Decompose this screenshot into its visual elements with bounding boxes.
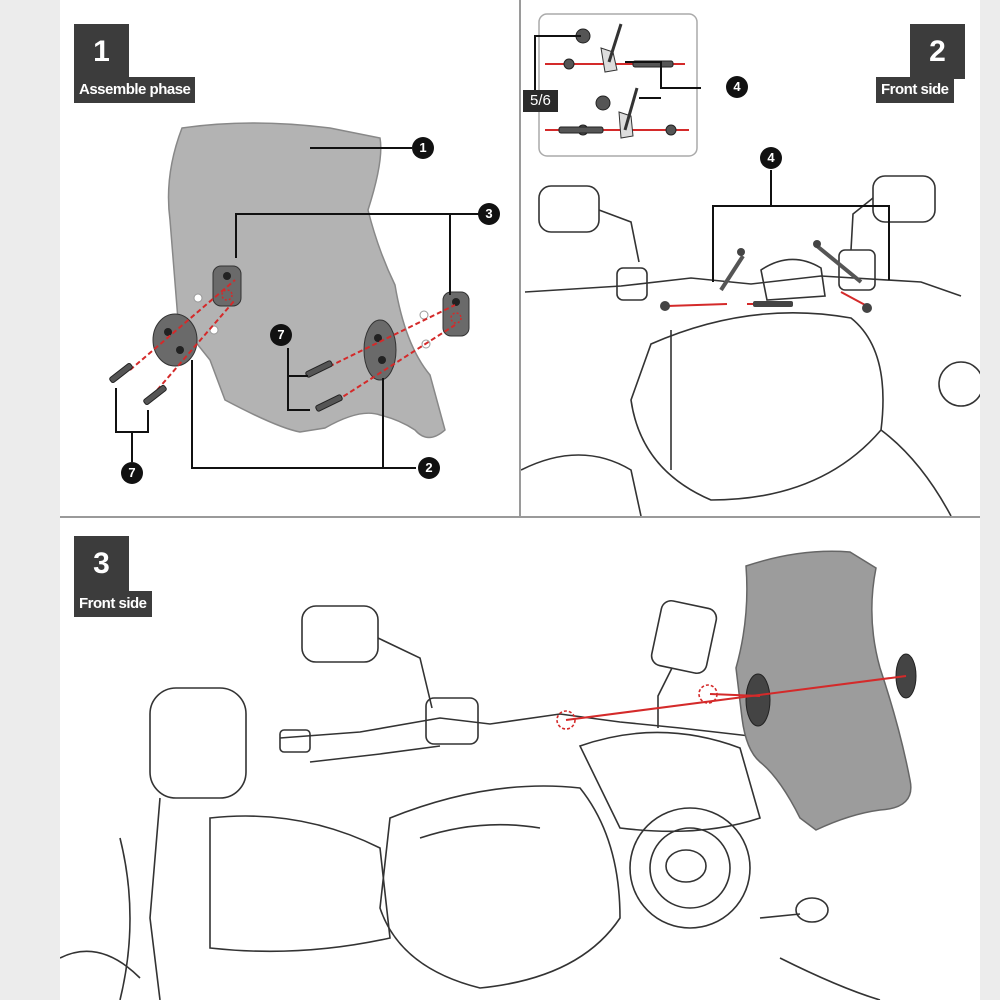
install-red-lines [565, 675, 907, 721]
motorcycle-install-drawing [60, 550, 917, 1000]
panel-divider-vertical [519, 0, 521, 516]
leader-lines [115, 147, 480, 469]
windscreen-mount-left [745, 673, 771, 727]
panel-front-side-install: 3 Front side [60, 518, 980, 1000]
rod-hardware [660, 240, 872, 313]
windscreen-shape [167, 122, 446, 439]
callout-bolts-left: 7 [121, 462, 143, 484]
mount-rods [719, 244, 863, 292]
installed-windscreen [735, 550, 912, 831]
inset-brackets [600, 23, 639, 139]
callout-nut-washer: 5/6 [523, 90, 558, 112]
windscreen-assembly-drawing [109, 122, 480, 469]
inset-hardware [558, 28, 677, 136]
bolts-left [109, 362, 167, 406]
motorcycle-outline [60, 599, 881, 1000]
callout-mount-rods-inset: 4 [726, 76, 748, 98]
step-number-1: 1 [74, 24, 129, 79]
rod-leader [712, 170, 890, 282]
right-adjust-bracket [442, 291, 470, 337]
detail-inset-box [538, 13, 698, 157]
bike-outline [521, 175, 980, 516]
panel-assemble-phase: 1 Assemble phase [60, 0, 519, 516]
step-label-3: Front side [74, 591, 152, 617]
callout-windscreen: 1 [412, 137, 434, 159]
panel-front-side-mount: 2 Front side [521, 0, 980, 516]
step-label-1: Assemble phase [74, 77, 196, 103]
callout-mount-plates: 2 [418, 457, 440, 479]
step-label-2: Front side [876, 77, 954, 103]
right-mount-plate [363, 319, 397, 381]
inset-leaders [534, 35, 701, 112]
install-mount-points [556, 684, 718, 730]
assembly-lines-right [321, 304, 456, 406]
callout-bolts-right: 7 [270, 324, 292, 346]
instruction-sheet: 1 Assemble phase [60, 0, 980, 1000]
panel-divider-horizontal [60, 516, 980, 518]
assembly-lines-left [129, 279, 236, 397]
step-number-3: 3 [74, 536, 129, 591]
left-mount-plate [152, 313, 198, 367]
handlebar-mount-drawing [521, 13, 980, 516]
step-number-2: 2 [910, 24, 965, 79]
callout-mount-rods: 4 [760, 147, 782, 169]
callout-adjust-brackets: 3 [478, 203, 500, 225]
